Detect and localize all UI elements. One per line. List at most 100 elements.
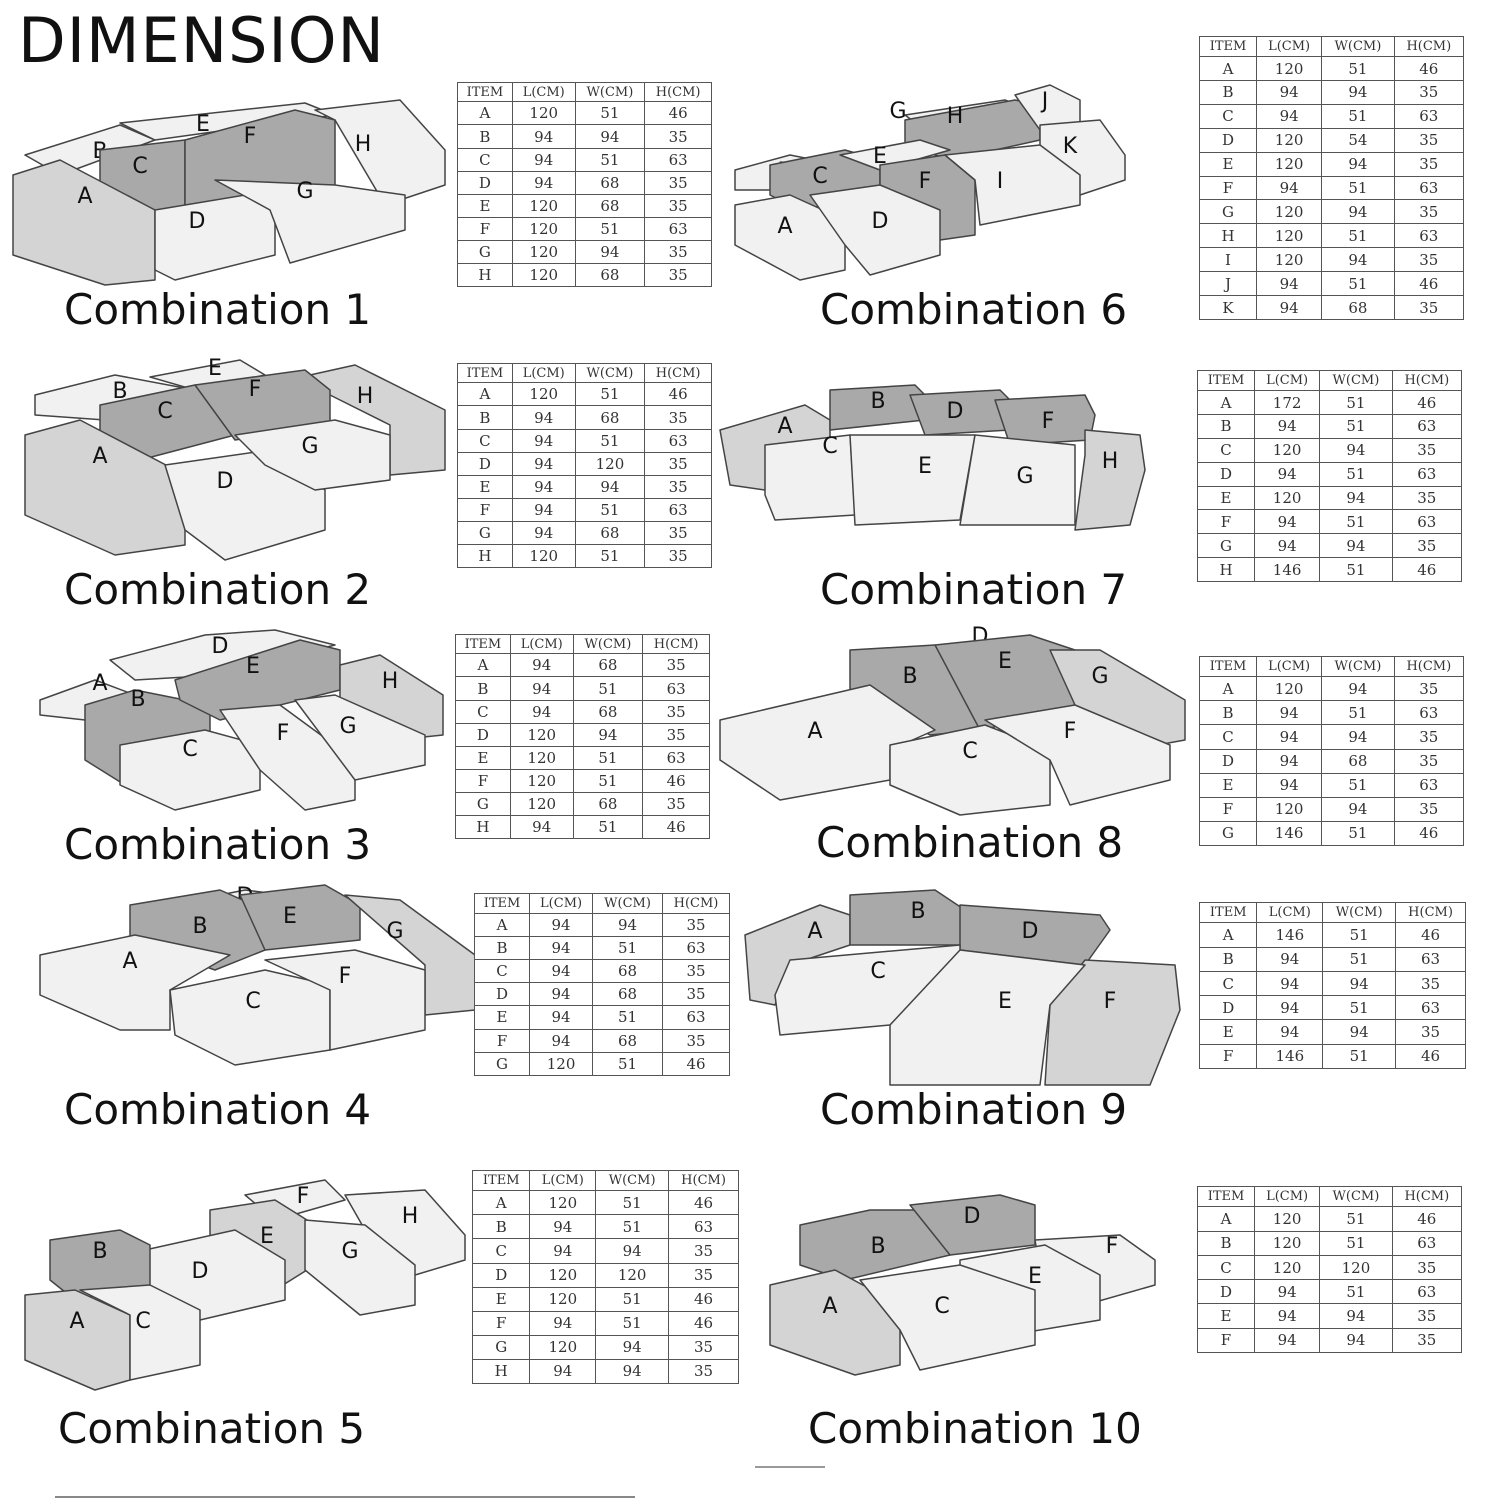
- piece-label: A: [122, 949, 137, 974]
- table-cell: 68: [572, 699, 644, 724]
- table-cell: 35: [1391, 533, 1463, 559]
- table-cell: 120: [509, 745, 574, 770]
- table-cell: F: [1198, 1043, 1258, 1070]
- table-cell: 94: [1255, 271, 1323, 297]
- table-cell: H: [471, 1358, 531, 1385]
- piece-label: D: [872, 209, 889, 234]
- combination-2-label: Combination 2: [64, 565, 372, 614]
- piece-label: A: [77, 184, 92, 209]
- column-header: H(CM): [1393, 35, 1465, 58]
- piece-label: D: [212, 634, 229, 659]
- table-cell: D: [1197, 461, 1255, 487]
- table-cell: 35: [1393, 247, 1465, 273]
- piece-b: B: [84, 687, 211, 786]
- table-cell: 120: [511, 543, 576, 569]
- table-cell: 120: [1255, 796, 1323, 822]
- table-cell: 94: [1253, 1303, 1321, 1329]
- table-cell: 51: [595, 1214, 670, 1240]
- table-cell: 94: [1255, 295, 1323, 320]
- table-cell: H: [457, 543, 513, 569]
- piece-label: C: [812, 164, 827, 189]
- table-cell: 63: [1393, 772, 1465, 798]
- table-cell: 94: [1319, 1327, 1393, 1354]
- table-cell: K: [1199, 295, 1257, 320]
- table-cell: 51: [595, 1286, 670, 1312]
- table-cell: A: [473, 912, 531, 937]
- column-header: L(CM): [529, 1169, 597, 1192]
- table-cell: 120: [595, 1262, 670, 1288]
- piece-label: F: [339, 964, 352, 989]
- table-cell: 94: [1321, 151, 1395, 177]
- table-cell: G: [1197, 533, 1255, 559]
- column-header: H(CM): [1393, 655, 1465, 678]
- table-cell: 35: [1391, 485, 1463, 511]
- table-cell: 94: [1253, 413, 1321, 439]
- table-cell: 94: [509, 814, 574, 840]
- table-cell: 46: [644, 101, 712, 126]
- table-cell: 120: [529, 1051, 594, 1077]
- piece-e: E: [209, 1199, 316, 1291]
- table-cell: 35: [642, 653, 710, 678]
- piece-label: C: [157, 399, 172, 424]
- piece-h: H: [1074, 429, 1146, 531]
- table-cell: 68: [1321, 295, 1395, 320]
- piece-b: B: [829, 384, 926, 431]
- table-cell: 51: [1319, 413, 1393, 439]
- table-cell: 94: [511, 405, 576, 430]
- piece-label: E: [918, 454, 932, 479]
- table-cell: 35: [1395, 1019, 1466, 1045]
- table-cell: 120: [1255, 56, 1323, 81]
- table-cell: D: [455, 722, 511, 747]
- column-header: W(CM): [592, 893, 663, 914]
- table-cell: 94: [574, 239, 646, 264]
- table-cell: 94: [1322, 1019, 1397, 1045]
- table-cell: 94: [1255, 772, 1323, 798]
- piece-label: F: [919, 169, 932, 194]
- piece-label: E: [260, 1224, 274, 1249]
- table-cell: 94: [509, 699, 574, 724]
- table-cell: 46: [1393, 56, 1465, 81]
- table-cell: 35: [644, 170, 712, 195]
- table-cell: 94: [1321, 199, 1395, 225]
- piece-h: H: [309, 364, 446, 476]
- table-cell: 94: [529, 1005, 594, 1030]
- table-cell: 63: [1391, 509, 1463, 535]
- table-cell: 94: [1319, 485, 1393, 511]
- column-header: W(CM): [1322, 901, 1397, 924]
- piece-g: G: [959, 434, 1076, 526]
- piece-label: F: [277, 721, 290, 746]
- piece-label: G: [301, 434, 318, 459]
- table-cell: 51: [1321, 271, 1395, 297]
- piece-label: E: [873, 144, 887, 169]
- table-cell: 54: [1321, 127, 1395, 153]
- table-cell: 94: [529, 1238, 597, 1264]
- table-cell: C: [457, 147, 513, 172]
- table-cell: B: [1197, 1230, 1255, 1256]
- column-header: ITEM: [455, 633, 511, 655]
- column-header: H(CM): [644, 81, 712, 103]
